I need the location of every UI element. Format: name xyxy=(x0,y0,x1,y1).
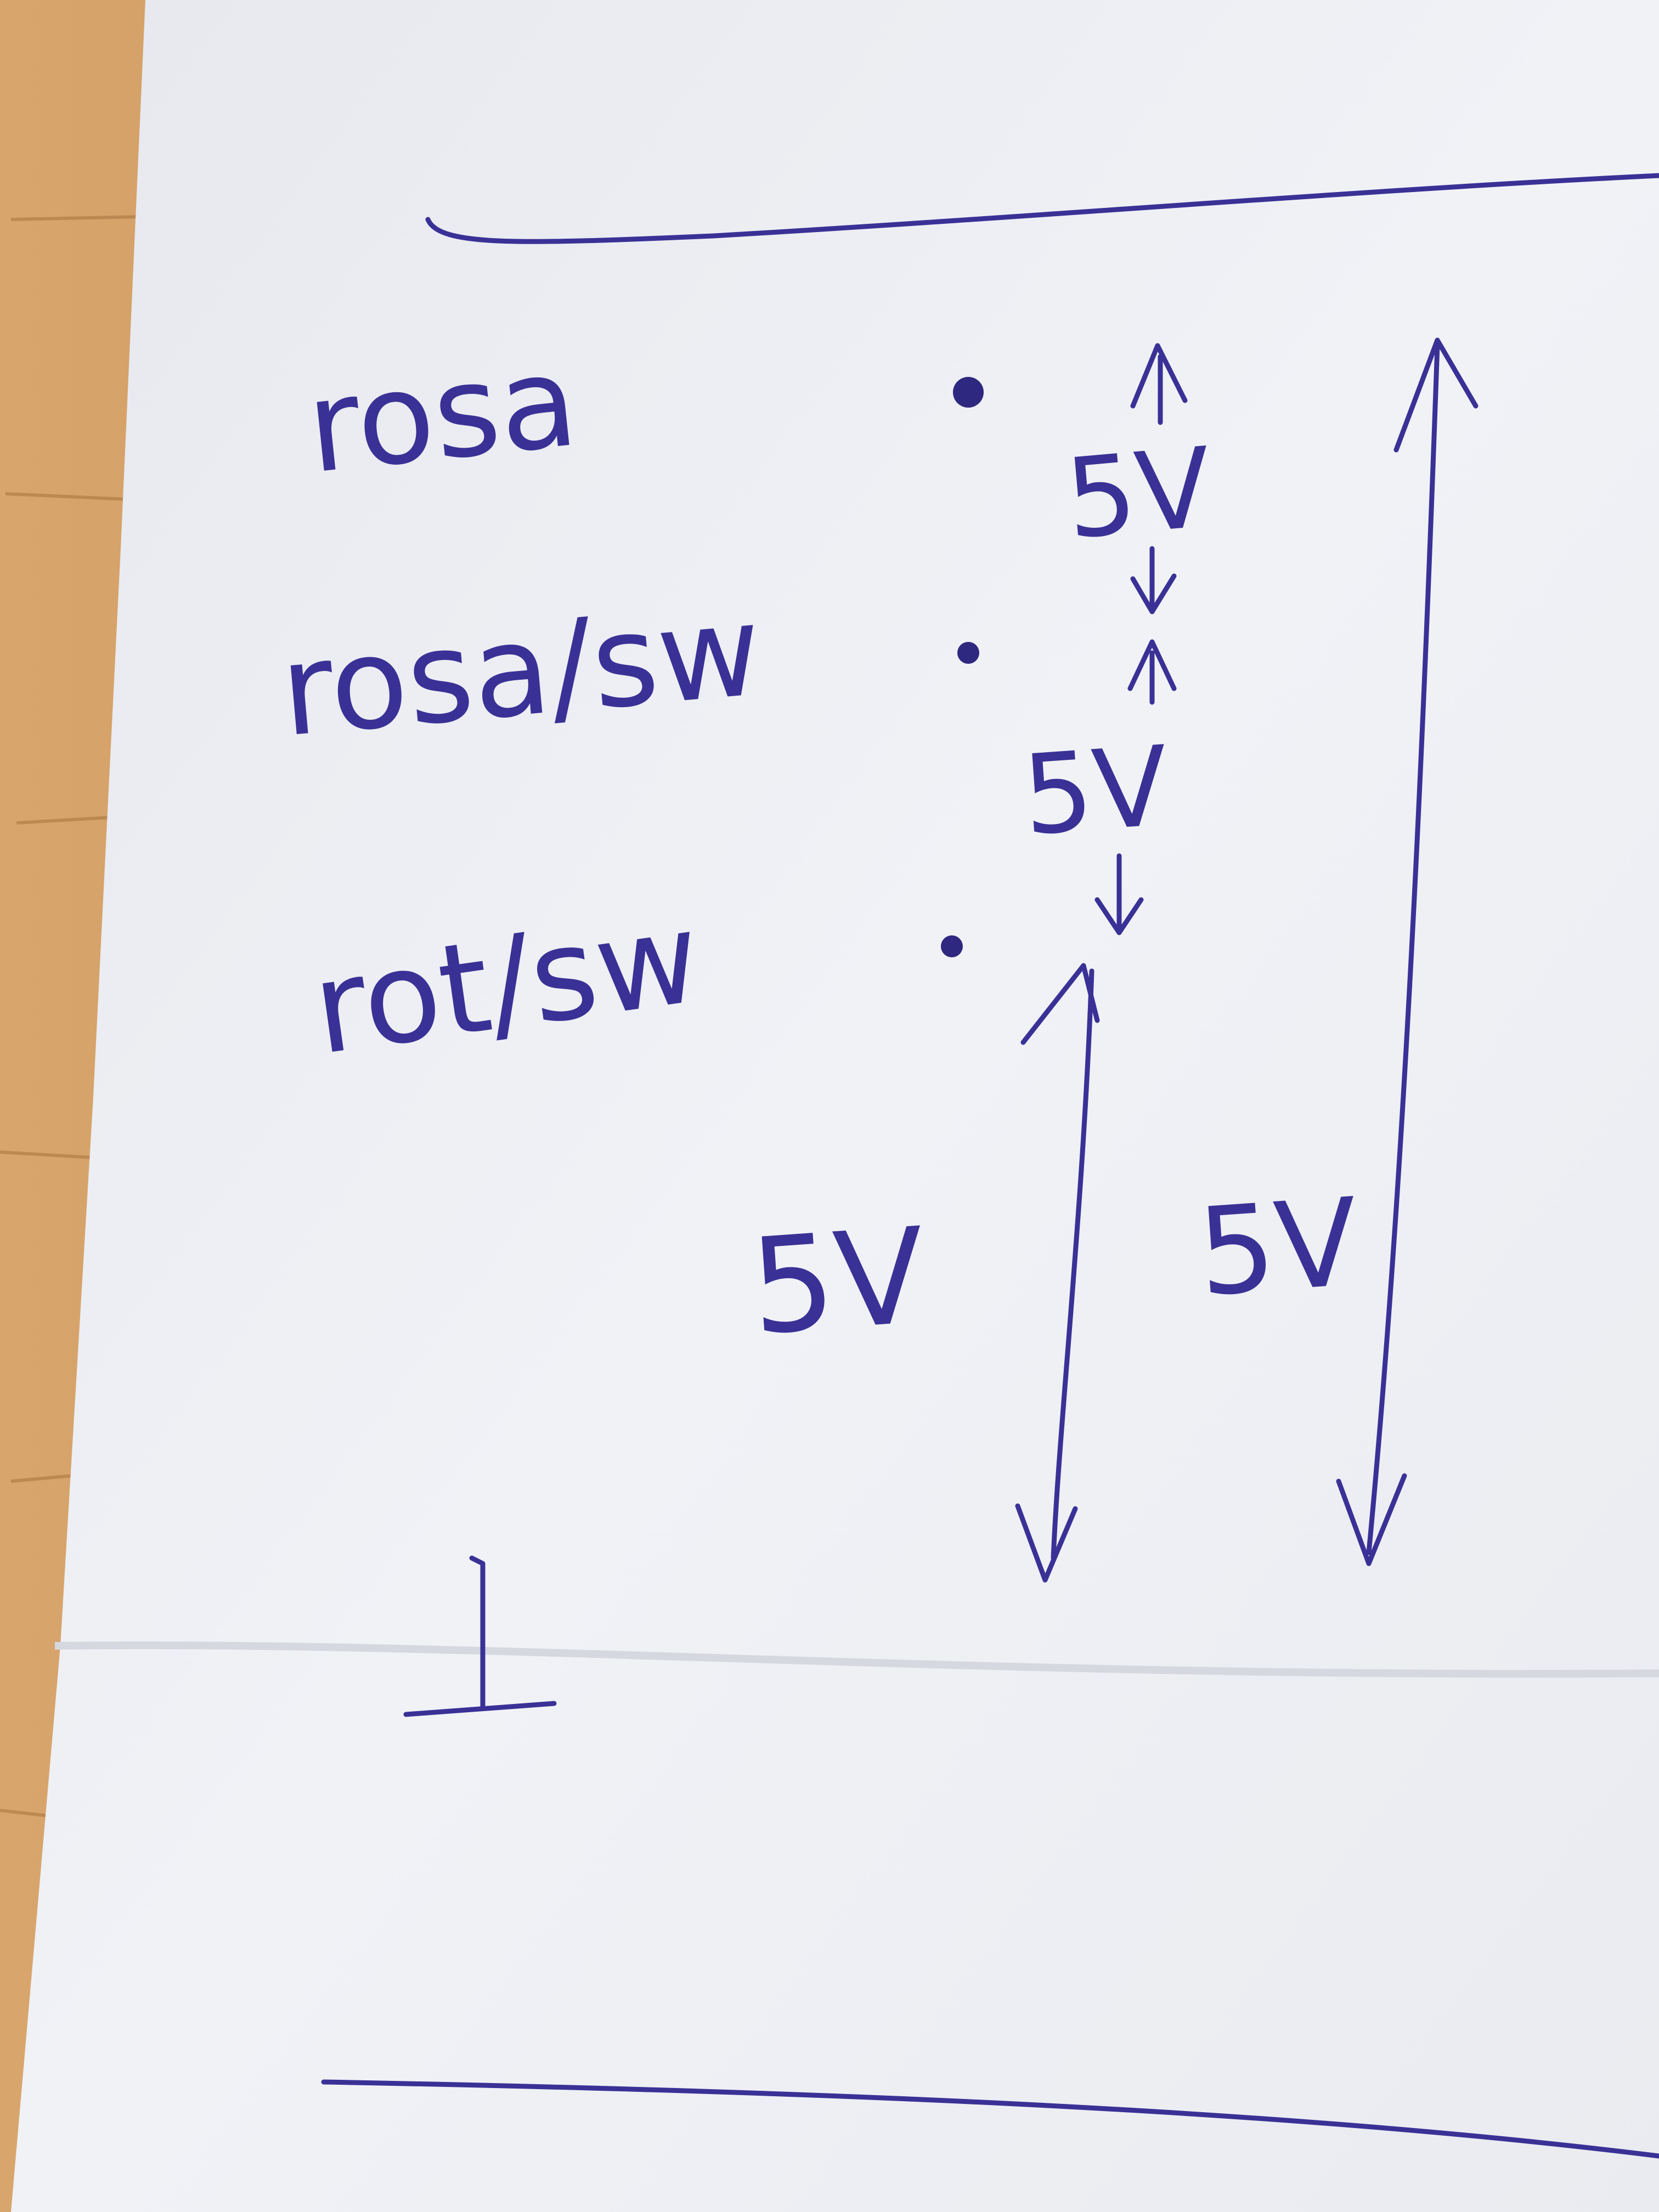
voltage-label: 5V xyxy=(1061,424,1216,564)
voltage-label: 5V xyxy=(1019,723,1172,860)
arrow-up-icon xyxy=(1127,639,1177,705)
arrows xyxy=(403,337,1479,1717)
arrow-down-icon xyxy=(1015,1503,1078,1583)
voltage-label: 5V xyxy=(746,1199,930,1364)
connector-dots xyxy=(941,377,984,957)
arrow-down-icon xyxy=(1130,546,1177,614)
top-rule-line xyxy=(425,173,1659,244)
ground-symbol-icon xyxy=(403,1555,557,1717)
paper-fold xyxy=(54,1641,1659,1678)
voltage-label: 5V xyxy=(1194,1172,1363,1323)
connector-dot-rosa xyxy=(953,377,984,408)
arrow-up-icon xyxy=(1130,343,1188,425)
paper-sheet xyxy=(11,0,1659,2212)
arrow-down-icon xyxy=(1094,853,1144,935)
arrow-up-icon xyxy=(1393,337,1479,453)
long-arrow-right xyxy=(1366,343,1440,1555)
wood-grain xyxy=(0,215,143,1818)
connector-dot-rosa-sw xyxy=(957,642,979,664)
connector-dot-rot-sw xyxy=(941,935,963,957)
arrow-up-icon xyxy=(1020,963,1100,1045)
wire-label-rosa: rosa xyxy=(301,328,584,502)
arrow-down-icon xyxy=(1336,1473,1407,1566)
bottom-rule-line xyxy=(321,2079,1659,2159)
long-arrow-left xyxy=(1051,968,1094,1561)
